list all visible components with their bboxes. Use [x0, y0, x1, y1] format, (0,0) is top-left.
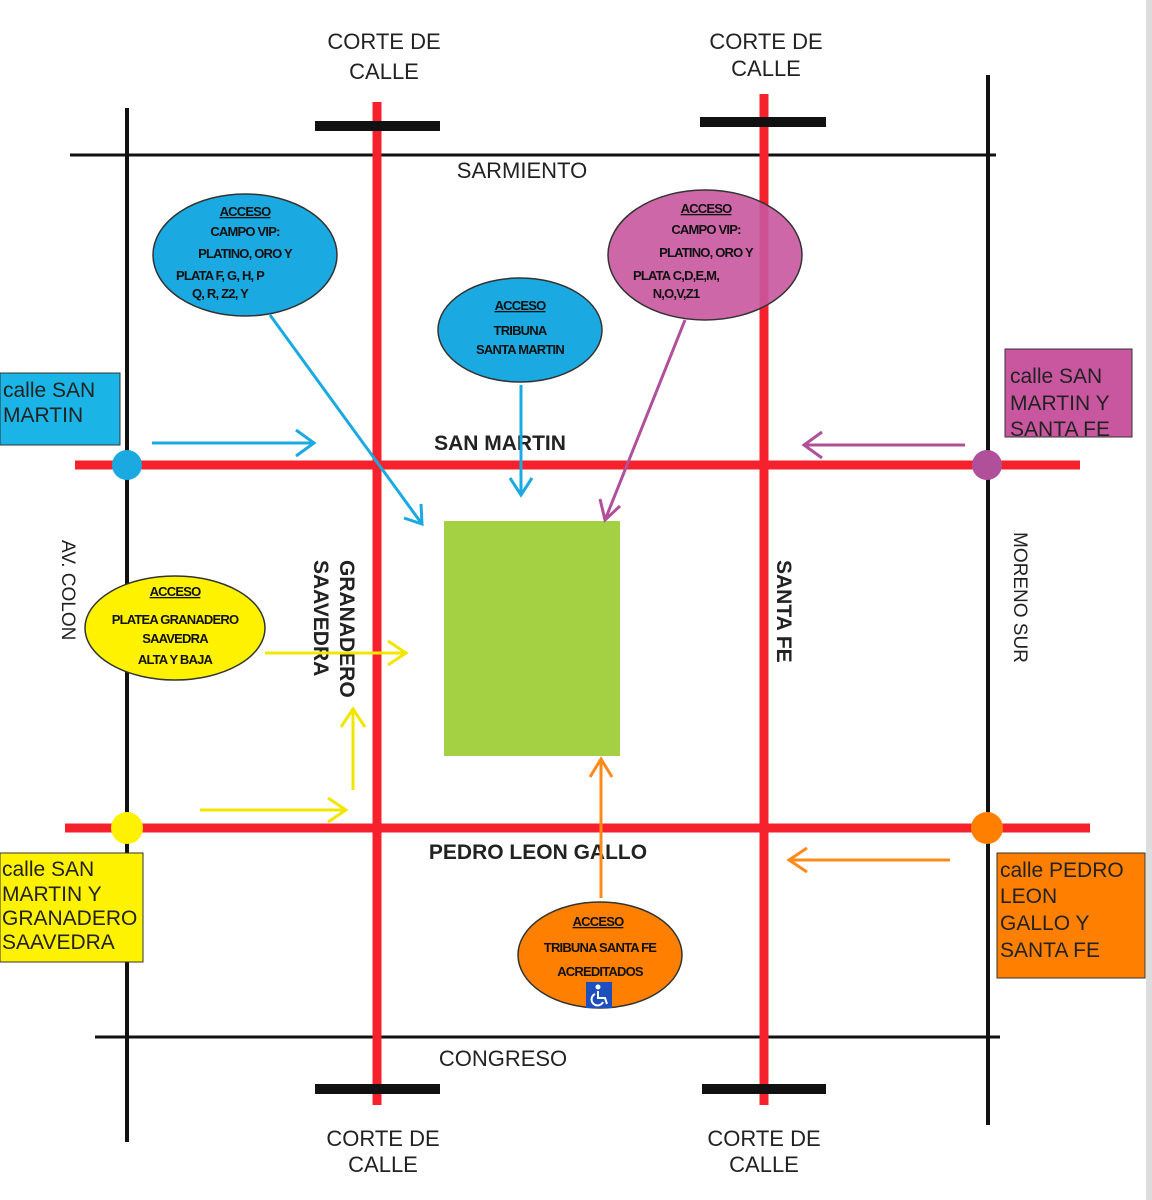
svg-text:ACCESO: ACCESO	[220, 204, 272, 219]
closed-streets	[65, 94, 1090, 1105]
svg-text:MARTIN Y: MARTIN Y	[2, 883, 102, 906]
access-tribuna-santa-martin: ACCESO TRIBUNA SANTA MARTIN	[437, 277, 603, 383]
svg-text:ACREDITADOS: ACREDITADOS	[557, 964, 644, 979]
svg-text:ACCESO: ACCESO	[681, 201, 733, 216]
svg-text:PLATINO, ORO Y: PLATINO, ORO Y	[659, 245, 754, 260]
svg-text:ACCESO: ACCESO	[495, 298, 547, 313]
access-vip-pink: ACCESO CAMPO VIP: PLATINO, ORO Y PLATA C…	[607, 189, 803, 321]
street-san-martin: SAN MARTIN	[434, 432, 566, 455]
svg-text:TRIBUNA: TRIBUNA	[494, 323, 548, 338]
svg-text:SANTA FE: SANTA FE	[1000, 939, 1100, 962]
svg-text:ACCESO: ACCESO	[573, 914, 625, 929]
svg-text:PLATEA GRANADERO: PLATEA GRANADERO	[112, 612, 239, 627]
svg-text:MARTIN Y: MARTIN Y	[1010, 392, 1110, 415]
marker-purple-dot	[972, 450, 1002, 480]
svg-text:GALLO Y: GALLO Y	[1000, 912, 1090, 935]
svg-text:CORTE DE: CORTE DE	[707, 1126, 820, 1151]
svg-text:PLATA C,D,E,M,: PLATA C,D,E,M,	[633, 268, 719, 283]
svg-text:CALLE: CALLE	[348, 1152, 418, 1177]
svg-text:TRIBUNA SANTA FE: TRIBUNA SANTA FE	[544, 940, 658, 955]
street-santa-fe: SANTA FE	[772, 560, 795, 663]
svg-text:calle SAN: calle SAN	[2, 858, 94, 881]
svg-text:GRANADERO: GRANADERO	[2, 907, 137, 930]
svg-text:CALLE: CALLE	[729, 1152, 799, 1177]
svg-text:calle SAN: calle SAN	[1010, 365, 1102, 388]
street-av-colon: AV. COLON	[57, 540, 78, 640]
marker-yellow-dot	[111, 812, 143, 844]
legend-box-orange: calle PEDRO LEON GALLO Y SANTA FE	[996, 852, 1146, 979]
street-moreno-sur: MORENO SUR	[1009, 532, 1030, 663]
access-platea-granadero: ACCESO PLATEA GRANADERO SAAVEDRA ALTA Y …	[84, 575, 266, 681]
street-sarmiento: SARMIENTO	[457, 158, 587, 183]
svg-text:GRANADERO: GRANADERO	[335, 560, 358, 698]
stadium-field	[444, 521, 620, 756]
street-pedro-leon-gallo: PEDRO LEON GALLO	[429, 841, 647, 864]
svg-text:CAMPO VIP:: CAMPO VIP:	[671, 222, 741, 237]
svg-text:SAAVEDRA: SAAVEDRA	[142, 631, 209, 646]
svg-text:ALTA Y BAJA: ALTA Y BAJA	[138, 652, 214, 667]
svg-text:CALLE: CALLE	[349, 59, 419, 84]
access-tribuna-santa-fe: ACCESO TRIBUNA SANTA FE ACREDITADOS	[517, 901, 683, 1009]
svg-text:CORTE DE: CORTE DE	[326, 1126, 439, 1151]
access-vip-blue: ACCESO CAMPO VIP: PLATINO, ORO Y PLATA F…	[152, 193, 338, 317]
marker-blue-dot	[112, 450, 142, 480]
svg-text:calle SAN: calle SAN	[3, 379, 95, 402]
svg-text:CALLE: CALLE	[731, 56, 801, 81]
access-arrows	[152, 314, 965, 898]
svg-text:PLATA F, G, H, P: PLATA F, G, H, P	[176, 268, 265, 283]
street-granadero-saavedra: GRANADERO SAAVEDRA	[309, 560, 358, 698]
svg-text:CAMPO VIP:: CAMPO VIP:	[210, 224, 280, 239]
street-closure-bars	[315, 117, 826, 1094]
svg-text:ACCESO: ACCESO	[150, 584, 202, 599]
svg-text:CORTE DE: CORTE DE	[327, 29, 440, 54]
svg-text:SANTA FE: SANTA FE	[1010, 418, 1110, 441]
svg-text:SAAVEDRA: SAAVEDRA	[309, 560, 332, 676]
svg-text:SANTA MARTIN: SANTA MARTIN	[476, 342, 564, 357]
svg-text:N,O,V,Z1: N,O,V,Z1	[653, 286, 700, 301]
svg-text:LEON: LEON	[1000, 885, 1057, 908]
svg-text:Q, R, Z2, Y: Q, R, Z2, Y	[192, 286, 249, 301]
svg-text:MARTIN: MARTIN	[3, 404, 83, 427]
wheelchair-icon	[586, 982, 612, 1008]
corte-label-nw: CORTE DE CALLE	[327, 29, 440, 84]
svg-text:CORTE DE: CORTE DE	[709, 29, 822, 54]
legend-box-pink: calle SAN MARTIN Y SANTA FE	[1004, 348, 1133, 441]
svg-text:SAAVEDRA: SAAVEDRA	[2, 931, 115, 954]
street-congreso: CONGRESO	[439, 1046, 567, 1071]
svg-text:PLATINO, ORO Y: PLATINO, ORO Y	[198, 246, 293, 261]
marker-orange-dot	[971, 812, 1003, 844]
svg-text:calle PEDRO: calle PEDRO	[1000, 859, 1124, 882]
